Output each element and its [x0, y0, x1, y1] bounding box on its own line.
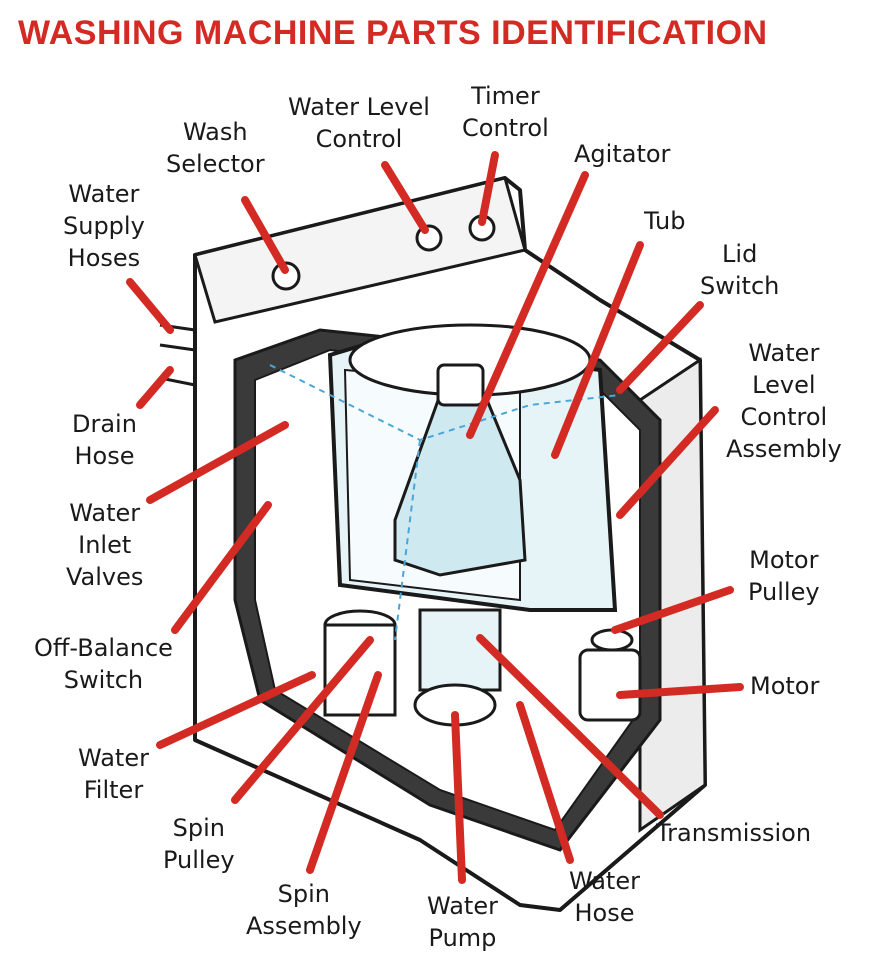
- label-transmission: Transmission: [656, 819, 812, 847]
- diagram-title: WASHING MACHINE PARTS IDENTIFICATION: [18, 14, 768, 52]
- leader-lines: [126, 151, 744, 884]
- motor-pulley-shape: [590, 628, 634, 652]
- label-tub: Tub: [644, 207, 686, 235]
- agitator: [393, 393, 527, 577]
- label-motor: Motor: [750, 672, 820, 700]
- label-agitator: Agitator: [574, 140, 671, 168]
- motor-shape: [578, 648, 642, 722]
